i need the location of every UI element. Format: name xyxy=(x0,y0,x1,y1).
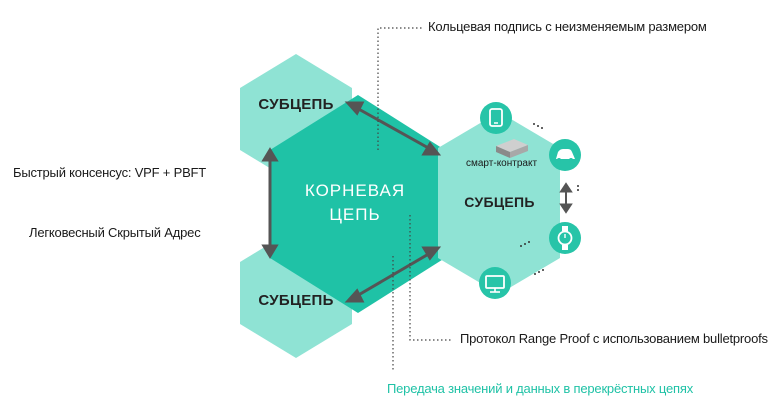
subchain-top-left-label: СУБЦЕПЬ xyxy=(258,96,334,113)
root-chain-label-line1: КОРНЕВАЯ xyxy=(304,181,406,200)
smart-contract-label: смарт-контракт xyxy=(466,158,538,169)
subchain-bottom-left-label: СУБЦЕПЬ xyxy=(258,292,334,309)
arrows xyxy=(261,101,573,303)
hex-subchain-right xyxy=(438,112,560,294)
icon-circle-watch xyxy=(549,222,581,254)
leader-lines xyxy=(377,27,452,370)
car-icon xyxy=(556,149,575,159)
icon-circle-car xyxy=(549,139,581,171)
annotation-cross-chain: Передача значений и данных в перекрёстны… xyxy=(387,381,693,396)
annotation-ring-signature: Кольцевая подпись с неизменяемым размеро… xyxy=(428,19,707,34)
icon-circle-monitor xyxy=(479,267,511,299)
annotation-lightweight-address: Легковесный Скрытый Адрес xyxy=(29,225,201,240)
ellipsis-marks xyxy=(520,123,579,275)
hex-root-chain xyxy=(270,95,445,313)
icon-circle-tablet xyxy=(480,102,512,134)
watch-icon xyxy=(557,230,573,246)
annotation-range-proof: Протокол Range Proof с использованием bu… xyxy=(460,331,768,346)
annotation-fast-consensus: Быстрый консенсус: VPF + PBFT xyxy=(13,165,207,180)
chip-icon xyxy=(496,139,528,158)
tablet-icon xyxy=(489,108,503,127)
subchain-right-label: СУБЦЕПЬ xyxy=(464,194,535,210)
root-chain-label-line2: ЦЕПЬ xyxy=(329,205,381,224)
